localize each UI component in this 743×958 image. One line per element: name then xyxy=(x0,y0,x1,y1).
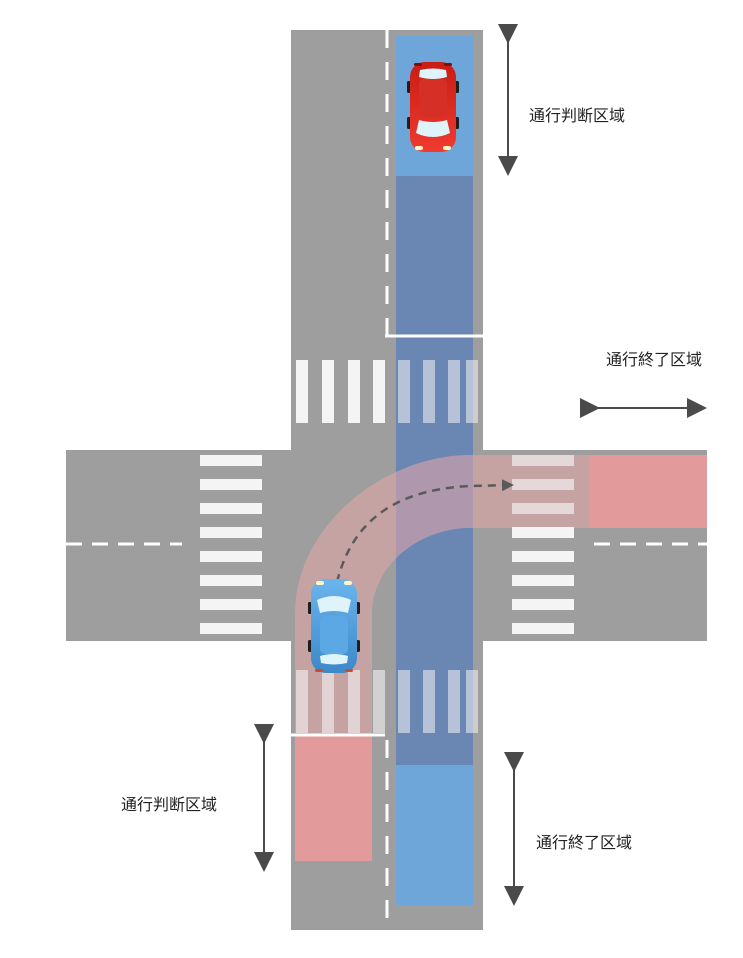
crosswalk-east xyxy=(512,455,574,634)
crosswalk-south xyxy=(296,670,478,733)
red-car-icon xyxy=(407,62,459,152)
crosswalk-west xyxy=(200,455,262,634)
crosswalk-north xyxy=(296,360,478,423)
turning-end-zone xyxy=(589,455,707,528)
label-right-end: 通行終了区域 xyxy=(606,350,702,369)
right-turn-path xyxy=(295,455,589,736)
dashed-curved-arrow-icon xyxy=(335,479,514,583)
label-bottom-right-end: 通行終了区域 xyxy=(536,833,632,852)
blue-car-icon xyxy=(308,579,360,673)
label-bottom-left-judgment: 通行判断区域 xyxy=(121,795,217,814)
oncoming-end-zone xyxy=(396,765,473,905)
turning-judgment-zone xyxy=(295,736,372,861)
label-top-right-judgment: 通行判断区域 xyxy=(529,106,625,125)
